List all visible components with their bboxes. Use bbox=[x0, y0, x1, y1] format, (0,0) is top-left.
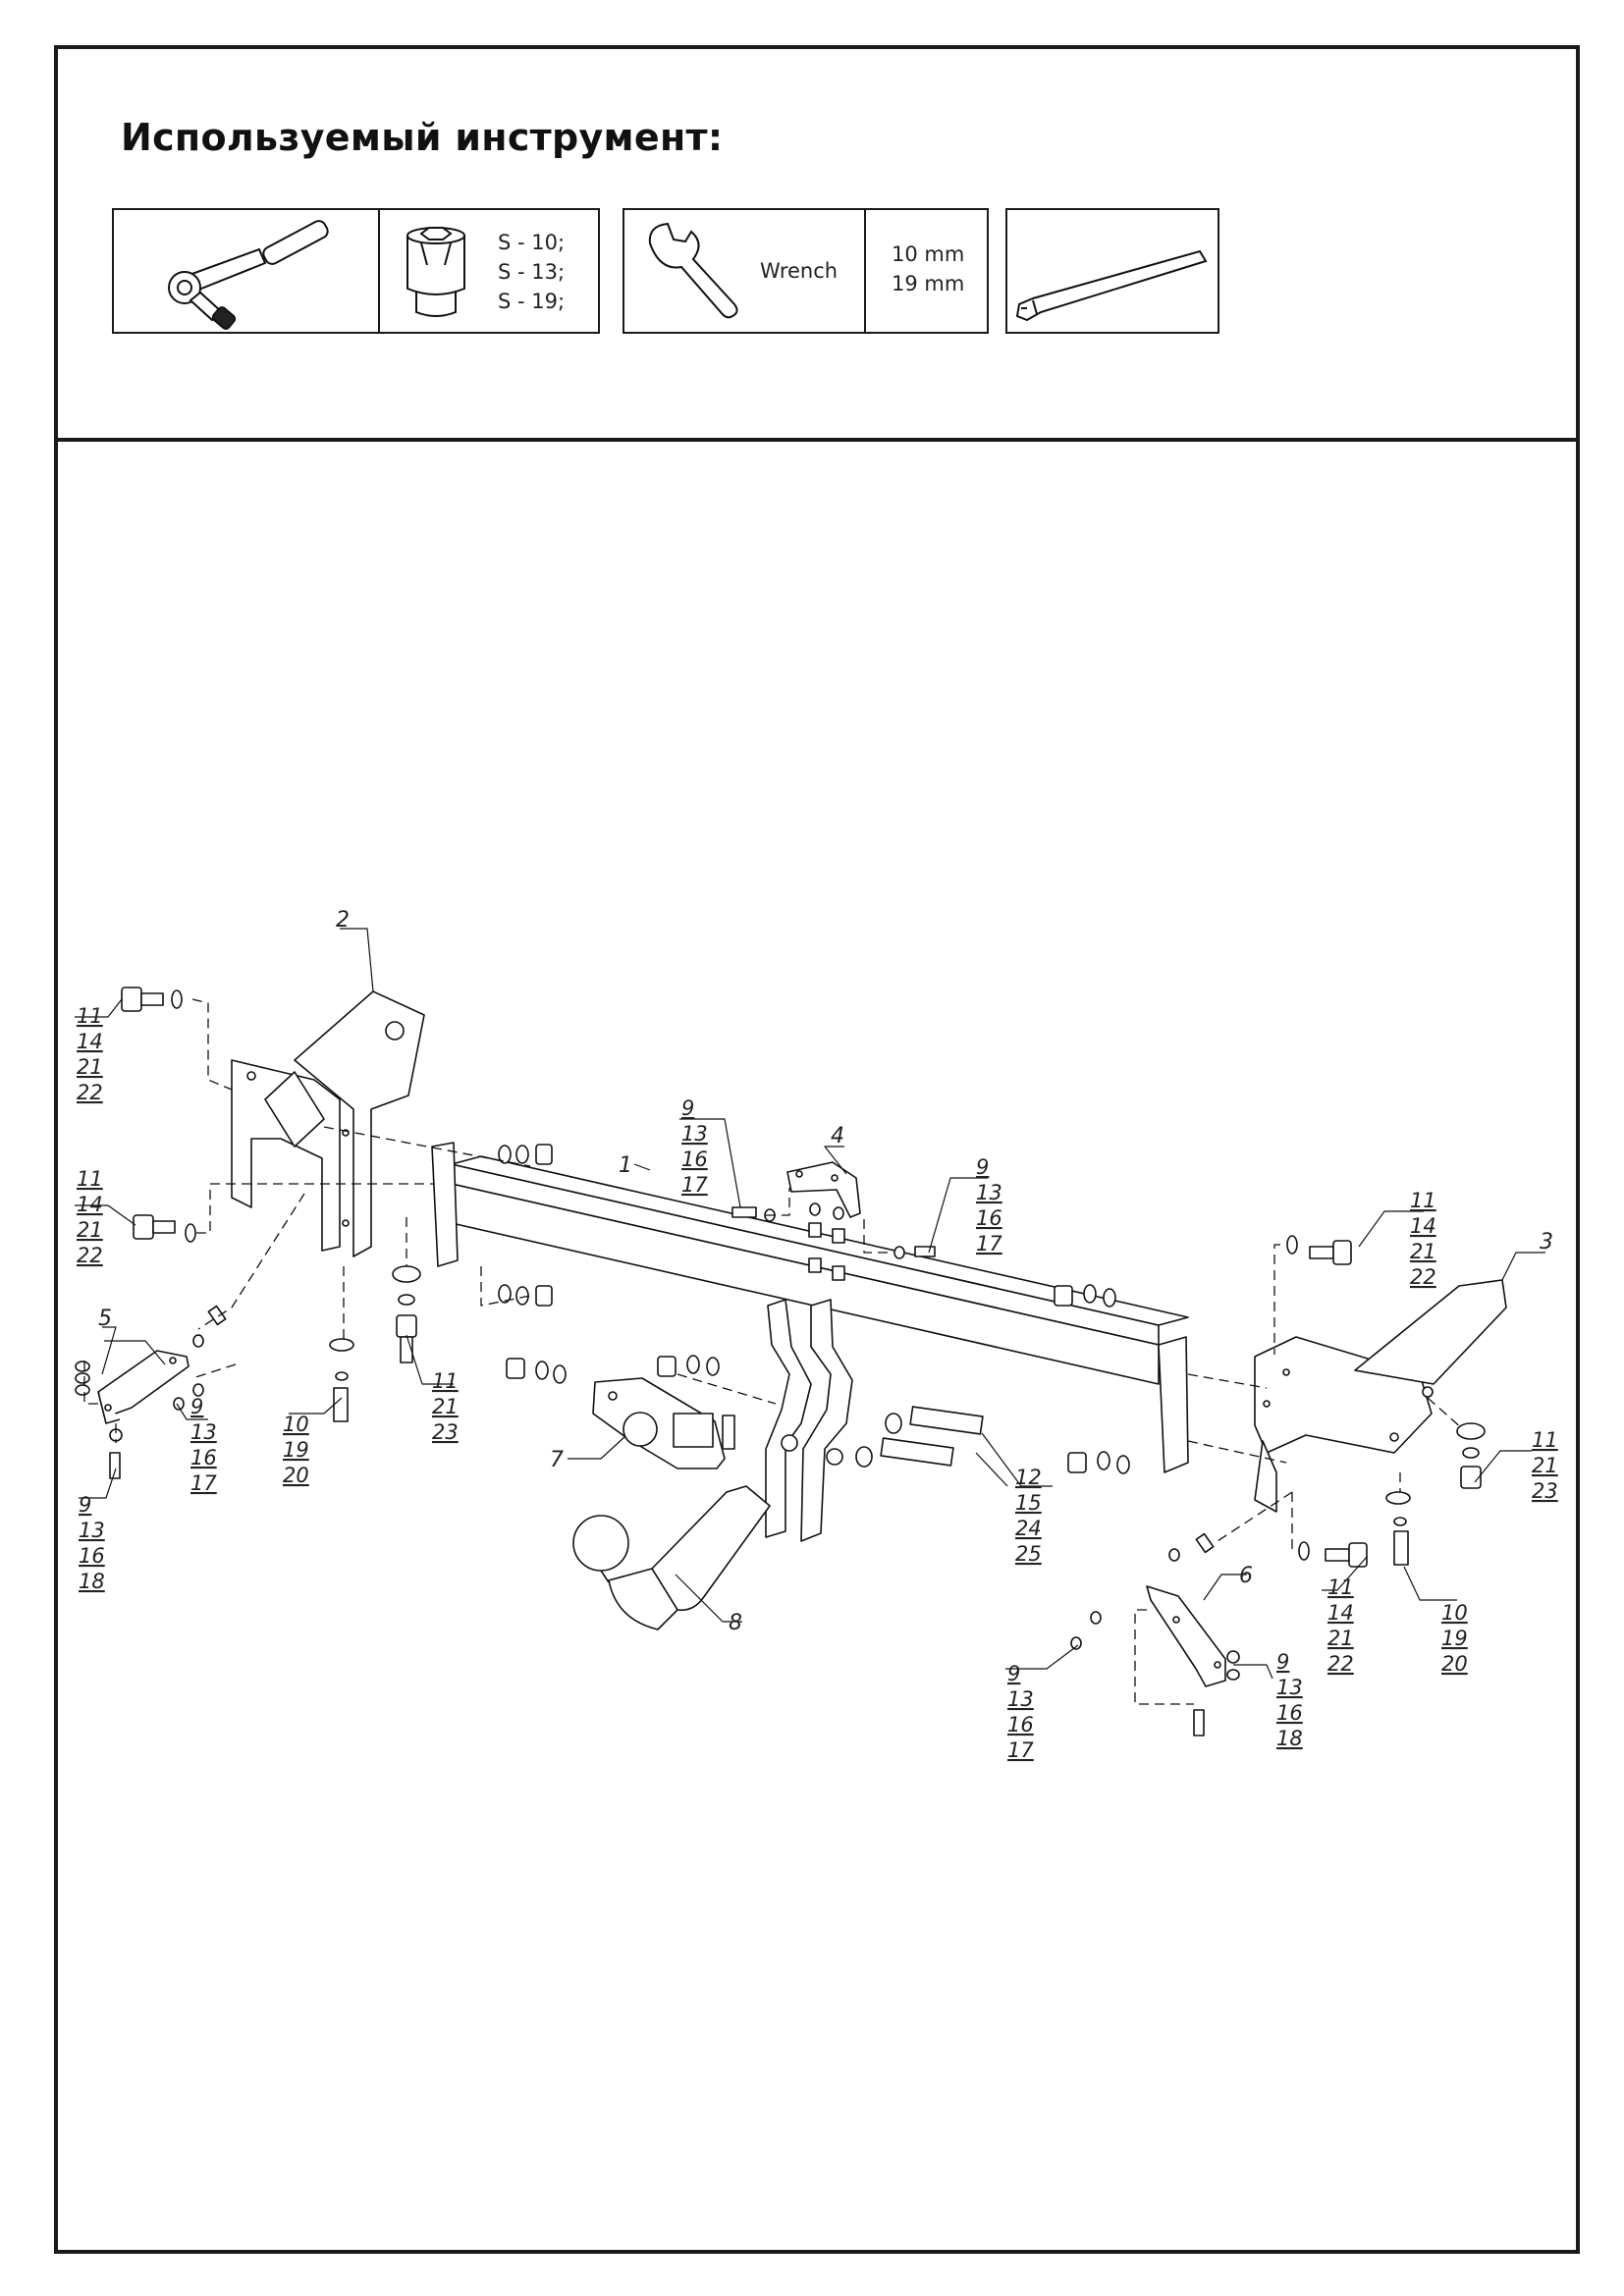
callout-right-screw-2: 19 bbox=[1441, 1627, 1468, 1650]
center-mount-plates bbox=[765, 1299, 853, 1542]
part-label-6: 6 bbox=[1239, 1564, 1253, 1588]
callout-left-top-bolt-3: 21 bbox=[77, 1055, 103, 1079]
callout-left-bottom-bolt-3: 23 bbox=[432, 1420, 459, 1444]
wrench-label: Wrench bbox=[760, 259, 839, 283]
callout-left-screw-2: 19 bbox=[283, 1438, 309, 1462]
wrench-icon bbox=[648, 222, 738, 319]
socket-plate-part-7 bbox=[592, 1377, 735, 1469]
socket-cell: S - 10; S - 13; S - 19; bbox=[378, 210, 600, 332]
callout-bracket4-left-4: 17 bbox=[681, 1173, 708, 1197]
callout-bracket5-screw-3: 16 bbox=[79, 1544, 105, 1568]
socket-size-10: S - 10; bbox=[498, 231, 566, 254]
trim-removal-tool-icon bbox=[1015, 249, 1208, 322]
callout-bracket4-left-2: 13 bbox=[681, 1122, 708, 1146]
wrench-sizes-cell: 10 mm 19 mm bbox=[864, 210, 989, 332]
callout-right-bottom-bolt-3: 23 bbox=[1532, 1479, 1558, 1503]
tool-box-ratchet-socket: S - 10; S - 13; S - 19; bbox=[112, 208, 600, 334]
callout-bracket5-screw-1: 9 bbox=[79, 1493, 91, 1517]
wrench-size-19: 19 mm bbox=[892, 272, 965, 295]
callout-right-mid-bolt-4: 22 bbox=[1327, 1652, 1354, 1676]
tool-box-pry-tool bbox=[1005, 208, 1219, 334]
callout-leaders bbox=[75, 928, 1545, 1680]
callout-left-mid-bolt-1: 11 bbox=[77, 1167, 103, 1191]
wrench-size-10: 10 mm bbox=[892, 242, 965, 266]
callout-bracket6-screw-2: 13 bbox=[1276, 1676, 1303, 1699]
bracket-part-4 bbox=[786, 1161, 861, 1218]
callout-bracket6-nut-1: 9 bbox=[1007, 1662, 1020, 1685]
callout-bracket4-right-4: 17 bbox=[976, 1232, 1002, 1255]
callout-left-screw-1: 10 bbox=[283, 1413, 309, 1436]
part-label-5: 5 bbox=[98, 1307, 112, 1331]
callout-bracket4-right-3: 16 bbox=[976, 1206, 1002, 1230]
ball-mount-part-8 bbox=[572, 1485, 771, 1630]
callout-bracket5-nut-3: 16 bbox=[190, 1446, 217, 1469]
callout-right-top-bolt-3: 21 bbox=[1410, 1240, 1436, 1263]
callout-bracket6-screw-1: 9 bbox=[1276, 1650, 1289, 1674]
callout-right-top-bolt-4: 22 bbox=[1410, 1265, 1436, 1289]
wrench-sizes: 10 mm 19 mm bbox=[892, 240, 964, 298]
callout-left-top-bolt-2: 14 bbox=[77, 1030, 103, 1053]
socket-size-19: S - 19; bbox=[498, 290, 566, 313]
callout-bracket6-screw-3: 16 bbox=[1276, 1701, 1303, 1725]
part-label-8: 8 bbox=[729, 1611, 742, 1635]
callout-center-bolts-4: 25 bbox=[1015, 1542, 1042, 1566]
callout-left-mid-bolt-3: 21 bbox=[77, 1218, 103, 1242]
callout-right-bottom-bolt-1: 11 bbox=[1532, 1428, 1558, 1452]
part-label-2: 2 bbox=[336, 908, 350, 933]
fasteners bbox=[75, 987, 1486, 1736]
callout-right-mid-bolt-3: 21 bbox=[1327, 1627, 1354, 1650]
callout-bracket5-screw-2: 13 bbox=[79, 1519, 105, 1542]
callout-right-screw-1: 10 bbox=[1441, 1601, 1468, 1625]
callout-bracket6-nut-2: 13 bbox=[1007, 1687, 1034, 1711]
section-divider bbox=[54, 438, 1580, 442]
callout-bracket5-nut-4: 17 bbox=[190, 1471, 217, 1495]
callout-bracket4-right-1: 9 bbox=[976, 1155, 989, 1179]
crossbar-part-1 bbox=[431, 1142, 1189, 1473]
part-label-4: 4 bbox=[831, 1124, 844, 1148]
ratchet-icon bbox=[168, 220, 329, 330]
socket-size-13: S - 13; bbox=[498, 260, 566, 284]
bracket-part-5 bbox=[97, 1350, 189, 1424]
left-bracket-part-2 bbox=[231, 990, 425, 1257]
callout-left-bottom-bolt-2: 21 bbox=[432, 1395, 459, 1418]
socket-icon bbox=[406, 227, 465, 317]
bracket-part-6 bbox=[1146, 1585, 1226, 1687]
callout-right-bottom-bolt-2: 21 bbox=[1532, 1454, 1558, 1477]
callout-left-mid-bolt-4: 22 bbox=[77, 1244, 103, 1267]
callout-bracket5-nut-1: 9 bbox=[190, 1395, 203, 1418]
callout-right-mid-bolt-2: 14 bbox=[1327, 1601, 1354, 1625]
callout-right-top-bolt-2: 14 bbox=[1410, 1214, 1436, 1238]
callout-bracket5-screw-4: 18 bbox=[79, 1570, 105, 1593]
right-bracket-part-3 bbox=[1254, 1279, 1507, 1513]
part-label-7: 7 bbox=[550, 1448, 564, 1472]
callout-right-top-bolt-1: 11 bbox=[1410, 1189, 1436, 1212]
socket-sizes: S - 10; S - 13; S - 19; bbox=[498, 228, 565, 316]
callout-bracket6-screw-4: 18 bbox=[1276, 1727, 1303, 1750]
callout-bracket4-left-3: 16 bbox=[681, 1148, 708, 1171]
callout-left-top-bolt-1: 11 bbox=[77, 1004, 103, 1028]
callout-center-bolts-2: 15 bbox=[1015, 1491, 1042, 1515]
part-label-3: 3 bbox=[1540, 1230, 1553, 1255]
callout-left-top-bolt-4: 22 bbox=[77, 1081, 103, 1104]
callout-bracket4-left-1: 9 bbox=[681, 1096, 694, 1120]
part-label-1: 1 bbox=[619, 1153, 632, 1178]
callout-left-bottom-bolt-1: 11 bbox=[432, 1369, 459, 1393]
callout-left-screw-3: 20 bbox=[283, 1464, 309, 1487]
page-title: Используемый инструмент: bbox=[121, 116, 724, 159]
ratchet-cell bbox=[114, 210, 378, 332]
assembly-guide-lines bbox=[83, 998, 1464, 1705]
callout-center-bolts-1: 12 bbox=[1015, 1466, 1042, 1489]
tool-box-wrench: Wrench 10 mm 19 mm bbox=[623, 208, 989, 334]
callout-right-mid-bolt-1: 11 bbox=[1327, 1575, 1354, 1599]
callout-bracket5-nut-2: 13 bbox=[190, 1420, 217, 1444]
wrench-cell: Wrench bbox=[624, 210, 864, 332]
page-frame bbox=[54, 45, 1580, 2254]
callout-bracket6-nut-3: 16 bbox=[1007, 1713, 1034, 1736]
callout-right-screw-3: 20 bbox=[1441, 1652, 1468, 1676]
callout-bracket4-right-2: 13 bbox=[976, 1181, 1002, 1204]
callout-bracket6-nut-4: 17 bbox=[1007, 1738, 1034, 1762]
callout-center-bolts-3: 24 bbox=[1015, 1517, 1042, 1540]
callout-left-mid-bolt-2: 14 bbox=[77, 1193, 103, 1216]
